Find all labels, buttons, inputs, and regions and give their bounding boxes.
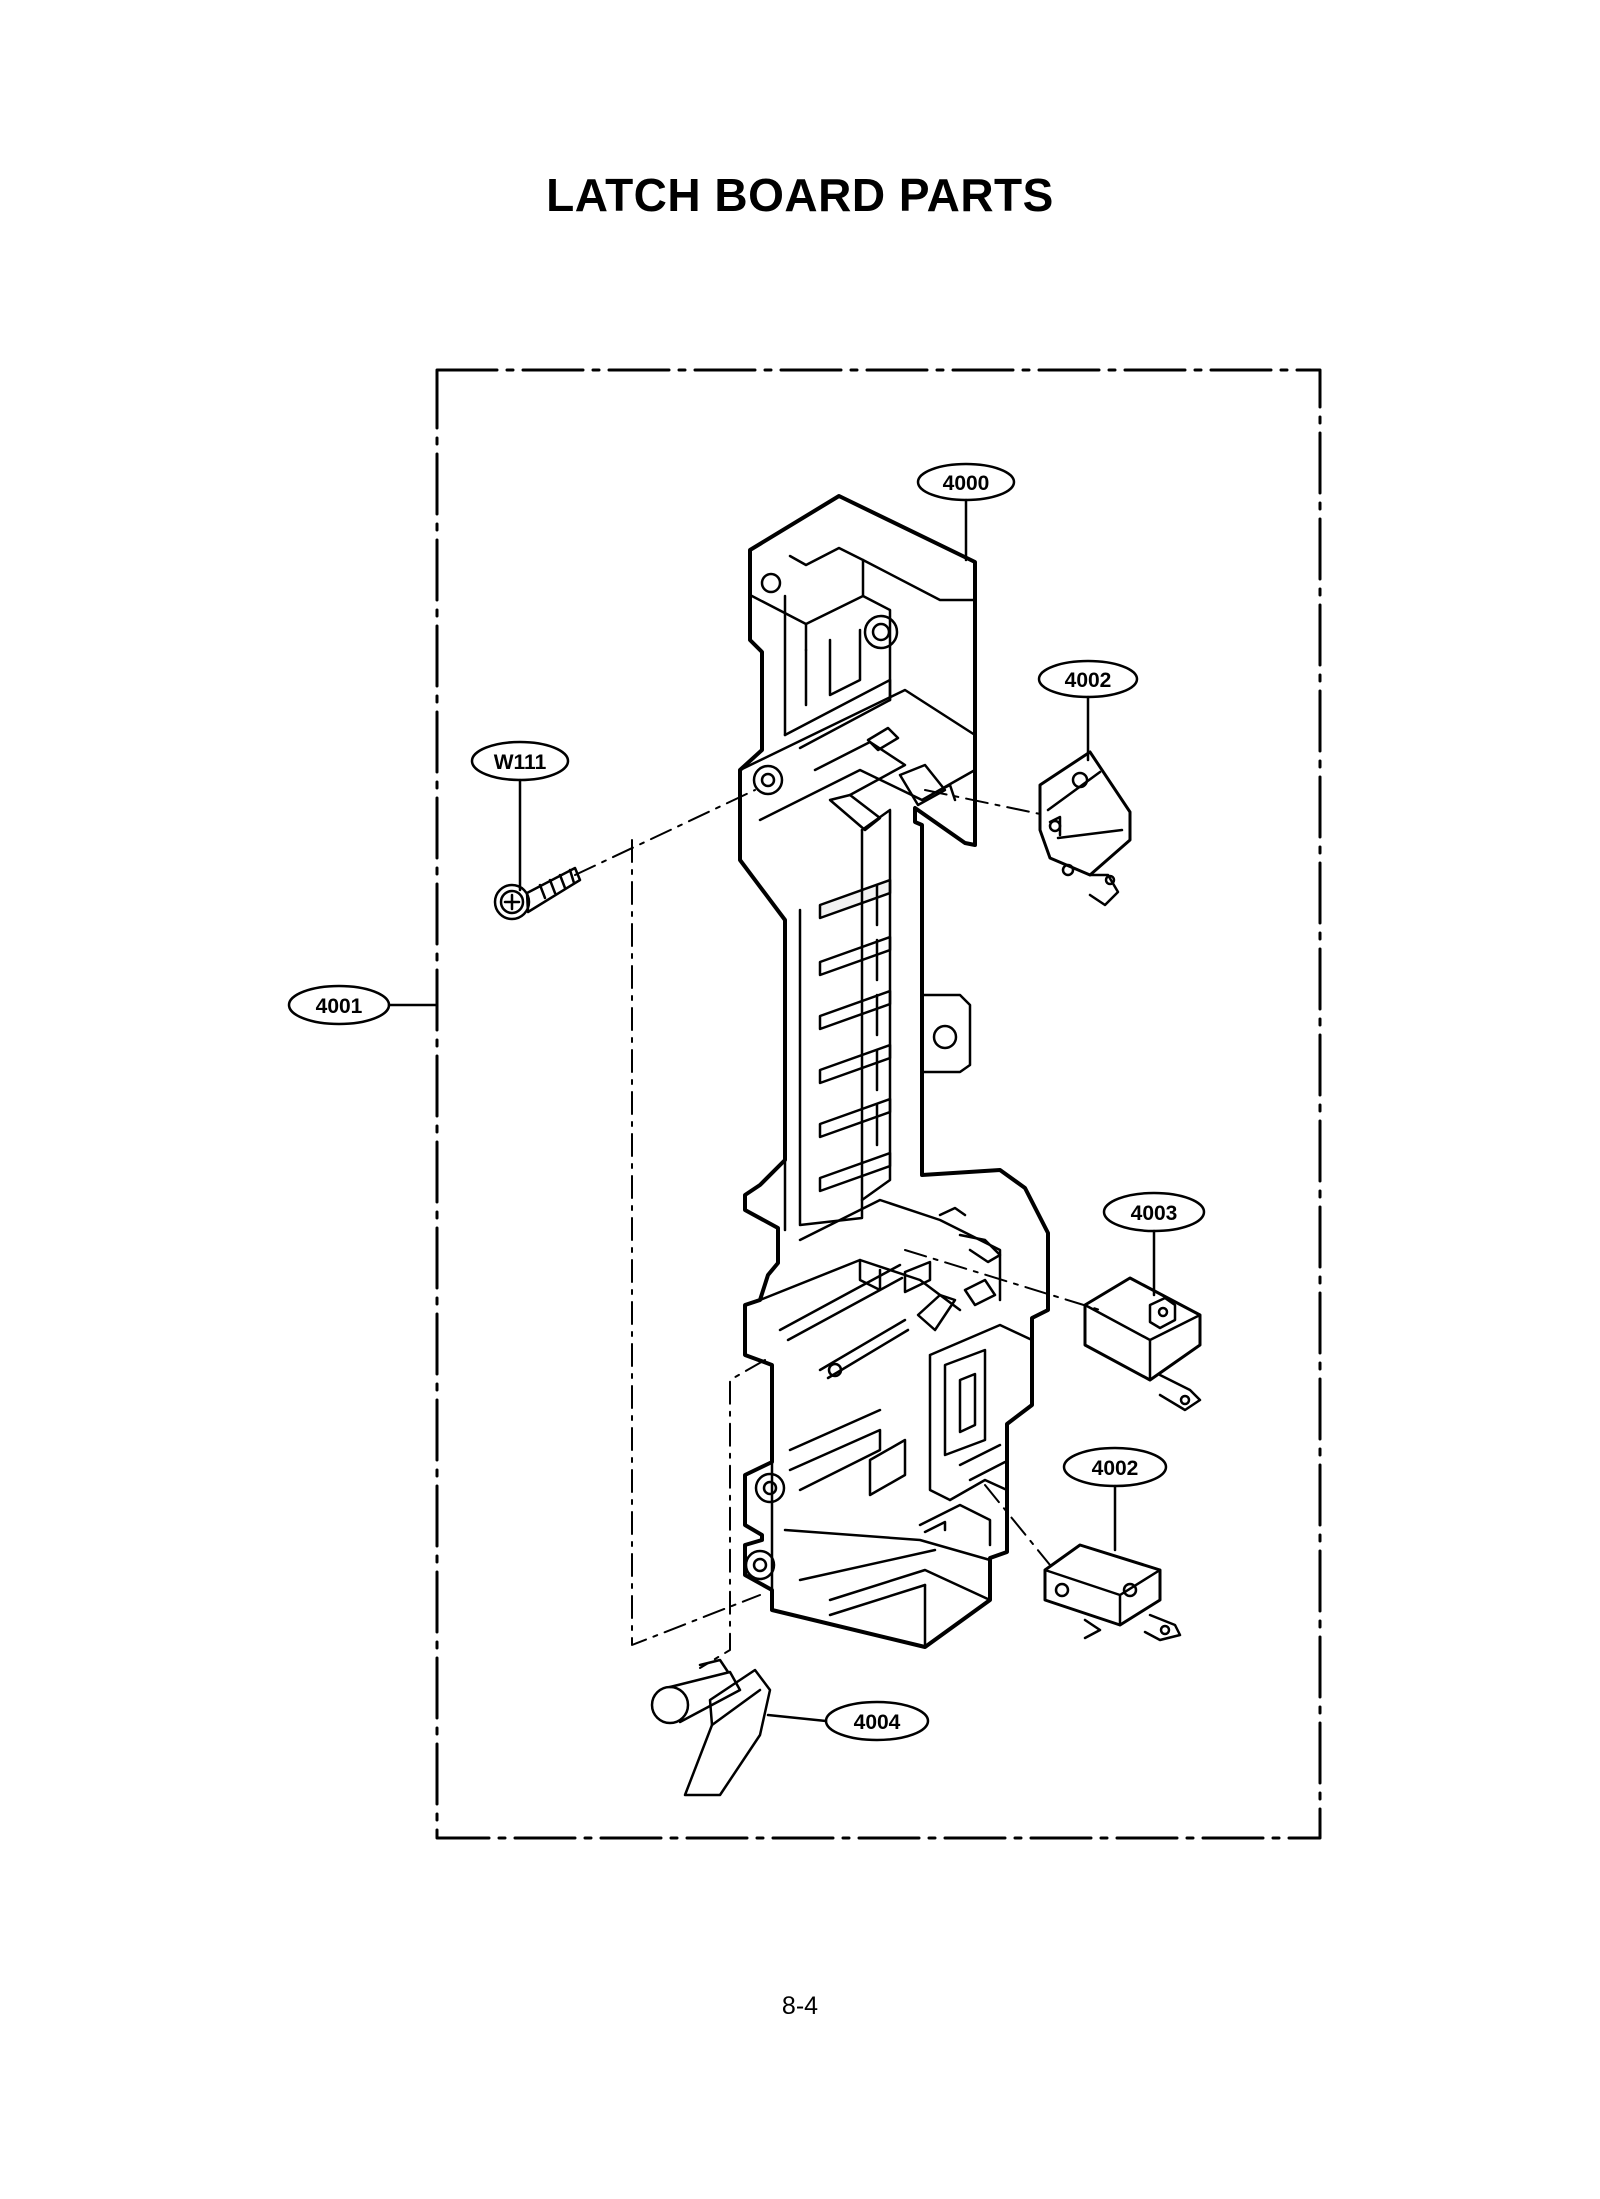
svg-text:4002: 4002 — [1092, 1457, 1139, 1480]
svg-text:4001: 4001 — [316, 995, 363, 1018]
latch-board — [738, 494, 1050, 1649]
callout-w111: W111 — [470, 740, 570, 892]
callout-4000: 4000 — [916, 462, 1016, 562]
micro-switch-4003 — [1083, 1276, 1202, 1412]
latch-lever — [650, 1658, 772, 1797]
callout-4004: 4004 — [766, 1700, 930, 1742]
callout-4001: 4001 — [287, 984, 439, 1026]
svg-text:4004: 4004 — [854, 1711, 901, 1734]
page-number: 8-4 — [781, 1992, 819, 2020]
svg-text:4002: 4002 — [1065, 669, 1112, 692]
callout-4003: 4003 — [1102, 1191, 1206, 1297]
assembly-lines — [574, 789, 1101, 1669]
micro-switch-4002-lower — [1043, 1543, 1182, 1642]
svg-text:4003: 4003 — [1131, 1202, 1178, 1225]
page-title: LATCH BOARD PARTS — [546, 169, 1054, 221]
screw — [493, 866, 582, 921]
callout-4002-lower: 4002 — [1062, 1446, 1168, 1552]
callout-4002-upper: 4002 — [1037, 659, 1139, 762]
micro-switch-4002-upper — [1038, 750, 1132, 907]
svg-text:W111: W111 — [494, 751, 547, 774]
assembly-boundary — [435, 368, 1322, 1840]
svg-text:4000: 4000 — [943, 472, 990, 495]
